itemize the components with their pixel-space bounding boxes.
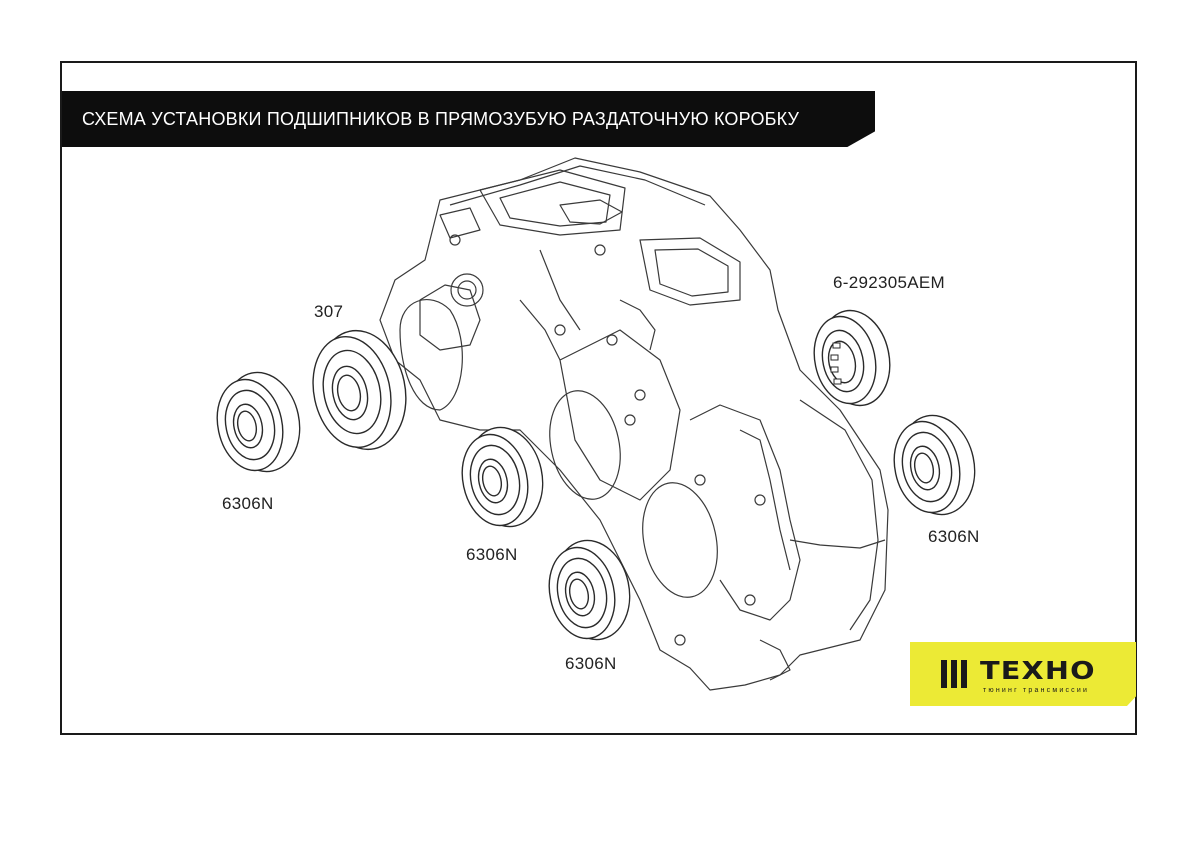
bearing-6306n-right [893,414,976,516]
logo-tagline: тюнинг трансмиссии [983,687,1090,694]
diagram-title: СХЕМА УСТАНОВКИ ПОДШИПНИКОВ В ПРЯМОЗУБУЮ… [82,108,800,129]
bearing-6306n-bottom [548,539,631,641]
roller-elements [830,342,842,385]
bearing-307 [312,329,407,451]
label-bearing-6306n-middle: 6306N [466,545,518,564]
transfer-case-housing [379,157,889,691]
bearing-6306n-left [216,371,301,473]
label-bearing-6306n-left: 6306N [222,494,274,513]
label-bearing-307: 307 [314,302,344,321]
company-logo: ТЕХНО тюнинг трансмиссии [910,642,1136,706]
title-bar: СХЕМА УСТАНОВКИ ПОДШИПНИКОВ В ПРЯМОЗУБУЮ… [62,91,875,147]
bearing-6306n-middle [461,426,544,528]
drawing-frame [60,61,1137,735]
logo-brand-name: ТЕХНО [980,656,1096,685]
label-bearing-6306n-right: 6306N [928,527,980,546]
label-bearing-6-292305aem: 6-292305АЕМ [833,273,945,292]
label-bearing-6306n-bottom: 6306N [565,654,617,673]
bearing-6-292305aem [813,309,891,407]
bearings-group [216,309,976,641]
logo-mark-icon [941,660,973,688]
